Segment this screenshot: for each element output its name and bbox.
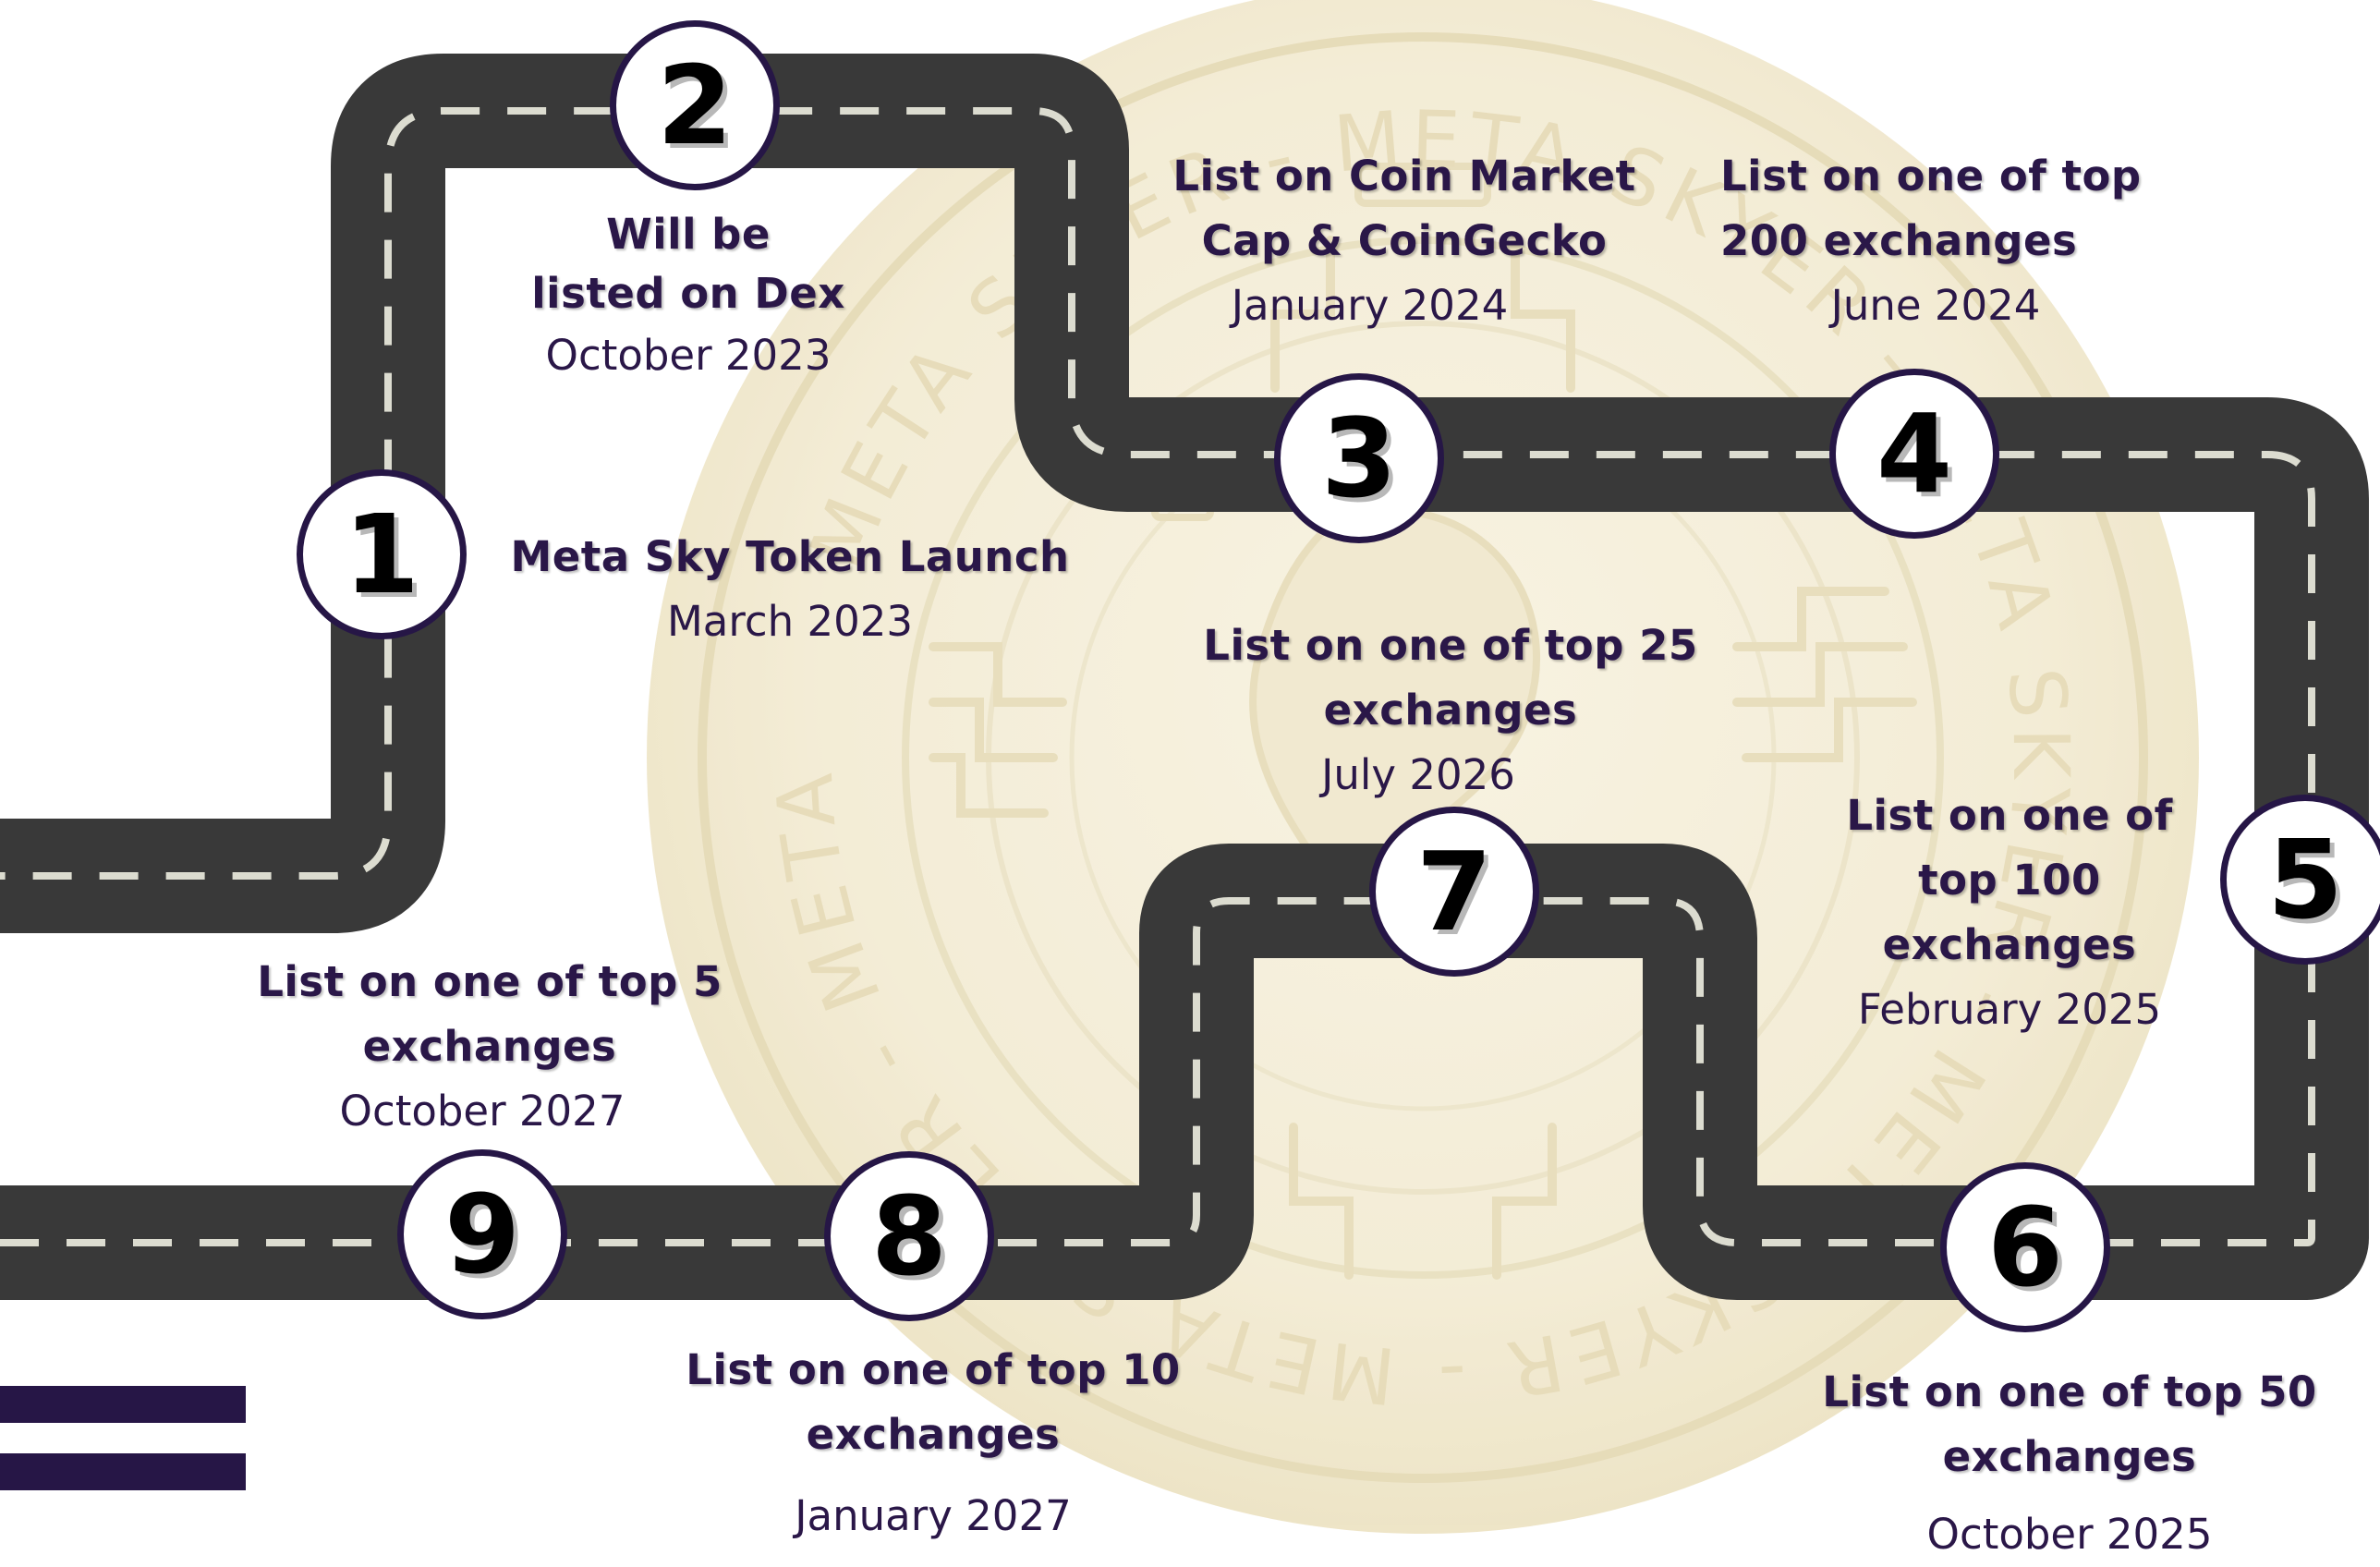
milestone-number: 2 (656, 42, 734, 169)
milestone-title: List on one of top 5 exchanges (257, 957, 722, 1071)
milestone-marker-3: 3 (1274, 373, 1444, 543)
decor-bar-bottom (0, 1453, 246, 1490)
milestone-number: 1 (343, 491, 420, 618)
milestone-marker-4: 4 (1829, 369, 1999, 539)
milestone-title: List on one of top 100 exchanges (1846, 791, 2173, 969)
milestone-5-label: List on one of top 100 exchanges Februar… (1797, 784, 2222, 1042)
milestone-title: List on one of top 10 exchanges (686, 1345, 1181, 1459)
road (0, 54, 2369, 1300)
milestone-date: January 2024 (1231, 281, 1509, 330)
milestone-marker-2: 2 (610, 20, 780, 190)
milestone-number: 6 (1986, 1184, 2064, 1311)
milestone-marker-1: 1 (297, 469, 467, 639)
milestone-date: October 2027 (339, 1087, 625, 1136)
milestone-number: 7 (1415, 828, 1493, 955)
milestone-number: 3 (1320, 395, 1398, 522)
milestone-number: 5 (2266, 816, 2344, 943)
milestone-2-label: Will be listed on Dex October 2023 (480, 205, 896, 388)
milestone-title: Will be listed on Dex (531, 210, 845, 318)
decor-bar-top (0, 1386, 246, 1423)
milestone-marker-5: 5 (2220, 795, 2380, 965)
milestone-date: January 2027 (795, 1491, 1072, 1540)
milestone-date: October 2025 (1926, 1510, 2213, 1559)
milestone-date: July 2026 (1321, 750, 1515, 799)
milestone-marker-9: 9 (397, 1149, 567, 1319)
milestone-date: March 2023 (666, 597, 913, 646)
milestone-marker-6: 6 (1940, 1162, 2110, 1332)
milestone-7-label: List on one of top 25 exchanges July 202… (1155, 613, 1746, 808)
milestone-title: List on one of top 50 exchanges (1822, 1367, 2317, 1481)
milestone-date: February 2025 (1857, 985, 2162, 1034)
milestone-6-label: List on one of top 50 exchanges October … (1792, 1360, 2347, 1567)
milestone-title: Meta Sky Token Launch (510, 532, 1070, 581)
milestone-8-label: List on one of top 10 exchanges January … (647, 1338, 1220, 1549)
milestone-title: List on one of top 200 exchanges (1720, 152, 2142, 265)
milestone-marker-7: 7 (1369, 807, 1539, 977)
milestone-number: 4 (1876, 390, 1953, 517)
milestone-9-label: List on one of top 5 exchanges October 2… (212, 950, 767, 1144)
milestone-number: 9 (443, 1171, 521, 1298)
milestone-number: 8 (870, 1172, 948, 1300)
milestone-4-label: List on one of top 200 exchanges June 20… (1700, 144, 2171, 338)
milestone-date: October 2023 (545, 331, 832, 380)
milestone-title: List on one of top 25 exchanges (1203, 621, 1698, 735)
milestone-marker-8: 8 (824, 1151, 994, 1321)
milestone-date: June 2024 (1830, 281, 2041, 330)
milestone-3-label: List on Coin Market Cap & CoinGecko Janu… (1136, 144, 1672, 338)
milestone-title: List on Coin Market Cap & CoinGecko (1172, 152, 1636, 265)
milestone-1-label: Meta Sky Token Launch March 2023 (480, 525, 1099, 654)
